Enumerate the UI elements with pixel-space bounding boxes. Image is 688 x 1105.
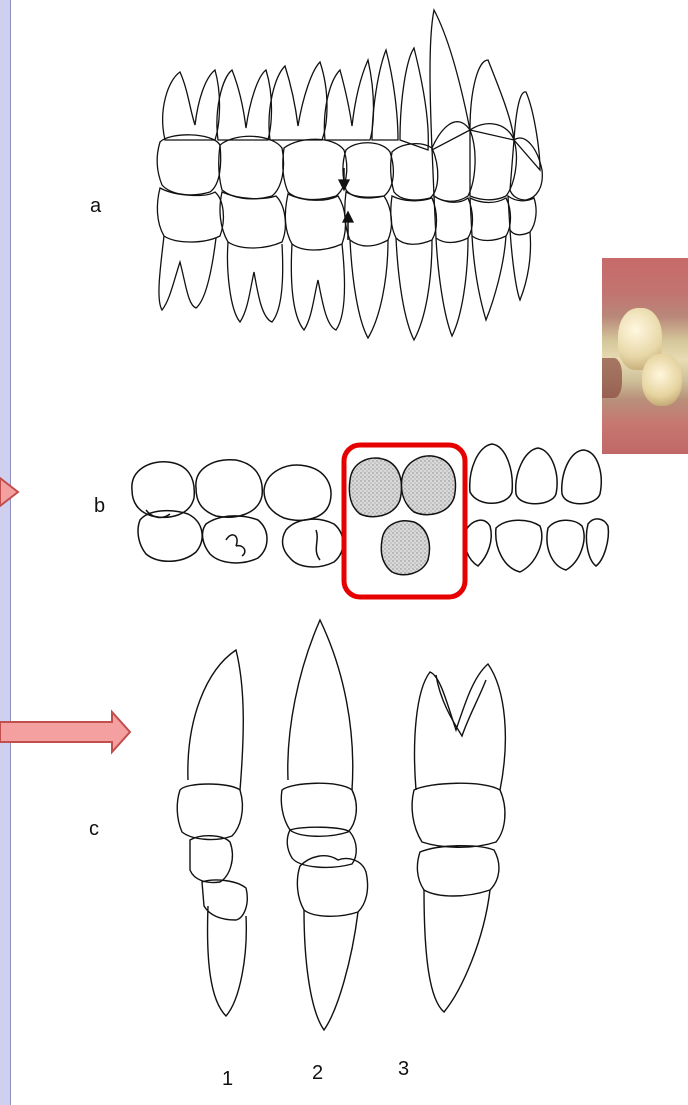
photo-tooth [642,354,682,406]
tooth-number-3: 3 [398,1058,409,1081]
intraoral-photo [602,258,688,454]
diagram-a-lateral-teeth [157,10,542,340]
diagram-c-tooth-pairs [177,620,505,1030]
arrow-right-icon [0,478,18,506]
row-label-a: a [90,195,101,218]
shaded-tooth-upper-2 [402,456,456,515]
tooth-number-2: 2 [312,1062,323,1085]
tooth-number-1: 1 [222,1068,233,1091]
arrow-right-icon [0,712,130,752]
row-label-b: b [94,495,105,518]
row-label-c: c [89,818,99,841]
photo-shadow [602,358,622,398]
shaded-tooth-upper-1 [349,458,401,517]
shaded-tooth-lower [381,521,429,575]
diagram-b-occlusal-teeth [132,444,609,575]
